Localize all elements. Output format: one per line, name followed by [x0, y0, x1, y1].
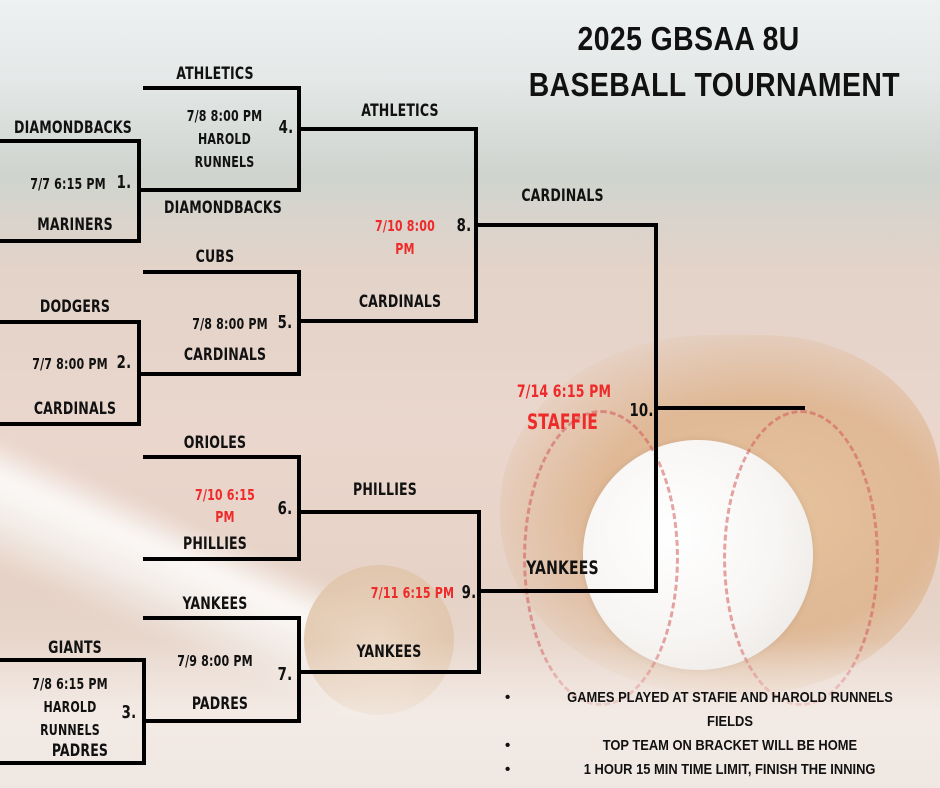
bracket-line [0, 320, 141, 324]
bracket-line [141, 188, 301, 192]
game-4-top-team: ATHLETICS [176, 64, 254, 84]
bracket-line [297, 670, 481, 674]
game-6-number: 6. [277, 498, 293, 519]
bullet-icon: • [505, 689, 511, 706]
game-8-bottom-team: CARDINALS [358, 292, 442, 312]
bracket-line [0, 761, 146, 765]
tournament-notes: • GAMES PLAYED AT STAFIE AND HAROLD RUNN… [500, 686, 930, 782]
game-5-top-team: CUBS [195, 247, 235, 267]
game-6-top-team: ORIOLES [183, 433, 247, 453]
bracket-line [137, 139, 141, 243]
game-2-time: 7/7 8:00 PM [32, 355, 108, 373]
game-7-time: 7/9 8:00 PM [177, 652, 253, 670]
game-7-number: 7. [277, 664, 293, 685]
ball-seam-right [723, 410, 879, 706]
game-7-top-team: YANKEES [182, 594, 248, 614]
game-4-location-line1: HAROLD [198, 130, 251, 148]
game-2-bottom-team: CARDINALS [33, 399, 117, 419]
game-4-bottom-team: DIAMONDBACKS [163, 198, 283, 218]
bracket-line [143, 270, 301, 274]
game-4-location-line2: RUNNELS [194, 153, 255, 171]
game-6-time-line2: PM [215, 508, 235, 526]
game-10-top-team: CARDINALS [521, 186, 604, 206]
game-3-number: 3. [121, 702, 137, 723]
game-5-bottom-team: CARDINALS [183, 345, 267, 365]
bracket-line [297, 319, 478, 323]
bracket-line [297, 86, 301, 192]
game-3-time: 7/8 6:15 PM [32, 675, 108, 693]
bracket-line-champion [656, 406, 805, 410]
game-1-number: 1. [116, 172, 132, 193]
game-3-top-team: GIANTS [48, 638, 102, 658]
tournament-title-line2: BASEBALL TOURNAMENT [528, 66, 901, 103]
bracket-line [143, 557, 301, 561]
bracket-line [137, 320, 141, 426]
bracket-line [474, 127, 478, 323]
bracket-line [297, 270, 301, 376]
bracket-line [143, 455, 301, 459]
game-8-top-team: ATHLETICS [361, 101, 439, 121]
game-3-location-line1: HAROLD [43, 698, 97, 716]
bracket-line [143, 86, 301, 90]
game-1-bottom-team: MARINERS [37, 215, 113, 235]
bracket-line [143, 616, 301, 620]
game-6-time-line1: 7/10 6:15 [194, 486, 255, 504]
bracket-line [297, 127, 478, 131]
note-text: TOP TEAM ON BRACKET WILL BE HOME [602, 737, 858, 754]
note-text: GAMES PLAYED AT STAFIE AND HAROLD RUNNEL… [567, 689, 893, 730]
game-5-time: 7/8 8:00 PM [192, 315, 268, 333]
game-8-time-line2: PM [395, 240, 415, 258]
note-text: 1 HOUR 15 MIN TIME LIMIT, FINISH THE INN… [584, 761, 876, 778]
game-5-number: 5. [277, 312, 293, 333]
game-2-number: 2. [116, 352, 132, 373]
game-8-time-line1: 7/10 8:00 [374, 217, 435, 235]
game-4-number: 4. [278, 117, 294, 138]
bracket-line [297, 455, 301, 561]
note-item: • TOP TEAM ON BRACKET WILL BE HOME [500, 734, 930, 758]
game-4-time: 7/8 8:00 PM [186, 107, 263, 125]
game-9-time: 7/11 6:15 PM [370, 584, 455, 602]
bracket-line [0, 239, 141, 243]
bracket-line [297, 616, 301, 723]
game-1-top-team: DIAMONDBACKS [13, 118, 133, 138]
game-7-bottom-team: PADRES [191, 694, 249, 714]
game-8-number: 8. [456, 215, 472, 236]
game-10-number: 10. [629, 400, 654, 421]
bracket-line [297, 510, 481, 514]
game-3-location-line2: RUNNELS [40, 721, 100, 739]
bracket-line [142, 658, 146, 765]
bracket-line [0, 422, 141, 426]
note-item: • GAMES PLAYED AT STAFIE AND HAROLD RUNN… [500, 686, 930, 734]
tournament-title-line1: 2025 GBSAA 8U [577, 20, 800, 57]
bracket-line [143, 719, 301, 723]
bracket-line [0, 139, 141, 143]
game-6-bottom-team: PHILLIES [183, 534, 247, 554]
baseball-image [523, 410, 879, 706]
game-10-bottom-team: YANKEES [526, 557, 599, 579]
game-10-location: STAFFIE [526, 410, 599, 434]
bullet-icon: • [505, 761, 511, 778]
bracket-line [477, 589, 658, 593]
game-10-time: 7/14 6:15 PM [516, 382, 612, 402]
game-2-top-team: DODGERS [39, 297, 111, 317]
game-1-time: 7/7 6:15 PM [30, 175, 106, 193]
game-9-bottom-team: YANKEES [356, 642, 422, 662]
note-item: • 1 HOUR 15 MIN TIME LIMIT, FINISH THE I… [500, 758, 930, 782]
game-9-top-team: PHILLIES [353, 480, 417, 500]
bracket-line [141, 372, 301, 376]
game-3-bottom-team: PADRES [51, 741, 109, 761]
bracket-line [477, 223, 658, 227]
bracket-line [0, 658, 146, 662]
game-9-number: 9. [461, 582, 477, 603]
bullet-icon: • [505, 737, 511, 754]
